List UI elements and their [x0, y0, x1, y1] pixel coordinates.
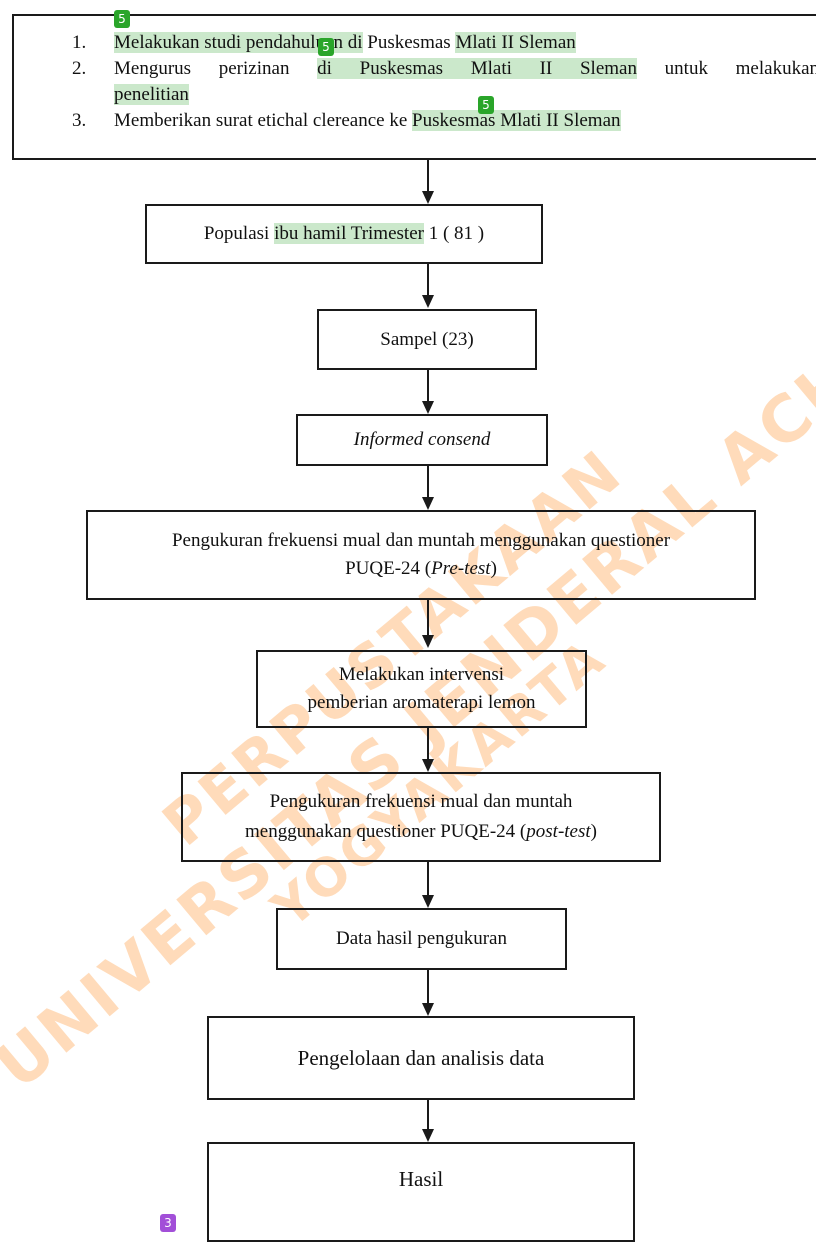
flow-arrow [422, 862, 434, 908]
flow-arrow [422, 466, 434, 510]
step-number: 3. [72, 110, 87, 131]
similarity-tag: 5 [114, 10, 130, 28]
flow-arrow [422, 370, 434, 414]
posttest-box: Pengukuran frekuensi mual dan muntah men… [181, 772, 661, 862]
informed-consent-box: Informed consend [296, 414, 548, 466]
highlight-text: Puskesmas Mlati II Sleman [412, 110, 621, 131]
populasi-box: Populasi ibu hamil Trimester 1 ( 81 ) [145, 204, 543, 264]
highlight-text: penelitian [114, 84, 189, 105]
preparation-steps-list: 1. Melakukan studi pendahuluan di Puskes… [72, 30, 816, 134]
flow-arrow [422, 600, 434, 648]
flow-arrow [422, 728, 434, 772]
step-item-3: 3. Memberikan surat etichal clereance ke… [72, 108, 816, 134]
similarity-tag: 5 [318, 38, 334, 56]
highlight-text: ibu hamil Trimester [274, 223, 424, 244]
data-analysis-box: Pengelolaan dan analisis data [207, 1016, 635, 1100]
step-number: 1. [72, 32, 87, 53]
flow-arrow [422, 1100, 434, 1142]
intervention-box: Melakukan intervensi pemberian aromatera… [256, 650, 587, 728]
sampel-box: Sampel (23) [317, 309, 537, 370]
highlight-text: di Puskesmas Mlati II Sleman [317, 58, 637, 79]
flow-arrow [422, 264, 434, 308]
step-number: 2. [72, 58, 87, 79]
step-item-2: 2. Mengurus perizinan di Puskesmas Mlati… [72, 56, 816, 82]
step-item-2-cont: penelitian [72, 82, 816, 108]
data-results-box: Data hasil pengukuran [276, 908, 567, 970]
pretest-box: Pengukuran frekuensi mual dan muntah men… [86, 510, 756, 600]
highlight-text: Mlati II Sleman [455, 32, 576, 53]
highlight-text: Melakukan studi pendahuluan di [114, 32, 363, 53]
flow-arrow [422, 160, 434, 204]
step-item-1: 1. Melakukan studi pendahuluan di Puskes… [72, 30, 816, 56]
similarity-tag: 3 [160, 1214, 176, 1232]
preparation-steps-box [12, 14, 816, 160]
flow-arrow [422, 970, 434, 1016]
result-box: Hasil [207, 1142, 635, 1242]
similarity-tag: 5 [478, 96, 494, 114]
